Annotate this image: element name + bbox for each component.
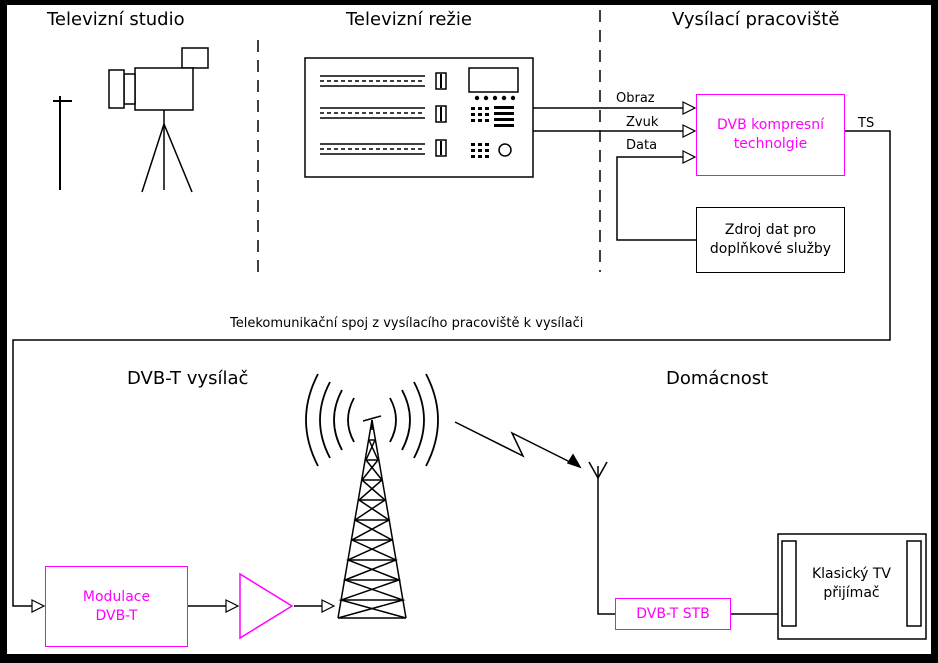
set-top-box: DVB-T STB <box>615 598 731 630</box>
dvb-compression-box: DVB kompresní technolgie <box>696 94 845 176</box>
tower-icon <box>337 415 407 619</box>
signal-lines <box>12 107 891 615</box>
modulation-box: Modulace DVB-T <box>45 566 188 647</box>
microphone-icon <box>53 96 72 190</box>
tv-receiver-label: Klasický TV přijímač <box>811 566 891 601</box>
section-heading-rezie: Televizní režie <box>346 9 472 30</box>
section-heading-vysilac: DVB-T vysílač <box>127 368 249 389</box>
signal-label-ts: TS <box>858 116 875 131</box>
arrowheads <box>31 101 697 613</box>
radio-waves-icon <box>305 373 439 467</box>
section-heading-domacnost: Domácnost <box>666 368 769 389</box>
signal-label-zvuk: Zvuk <box>626 115 659 130</box>
amplifier-icon <box>239 572 294 640</box>
section-heading-vysilaci: Vysílací pracoviště <box>672 9 840 30</box>
signal-label-obraz: Obraz <box>616 91 655 106</box>
section-heading-studio: Televizní studio <box>47 9 185 30</box>
tv-set-icon <box>777 533 927 640</box>
camera-icon <box>108 47 209 193</box>
telecom-link-label: Telekomunikační spoj z vysílacího pracov… <box>230 316 584 331</box>
signal-label-data: Data <box>626 138 658 153</box>
data-source-box: Zdroj dat pro doplňkové služby <box>696 207 845 273</box>
wireless-link-icon <box>454 421 582 469</box>
mixing-console-icon <box>304 57 534 178</box>
antenna-icon <box>588 461 608 479</box>
